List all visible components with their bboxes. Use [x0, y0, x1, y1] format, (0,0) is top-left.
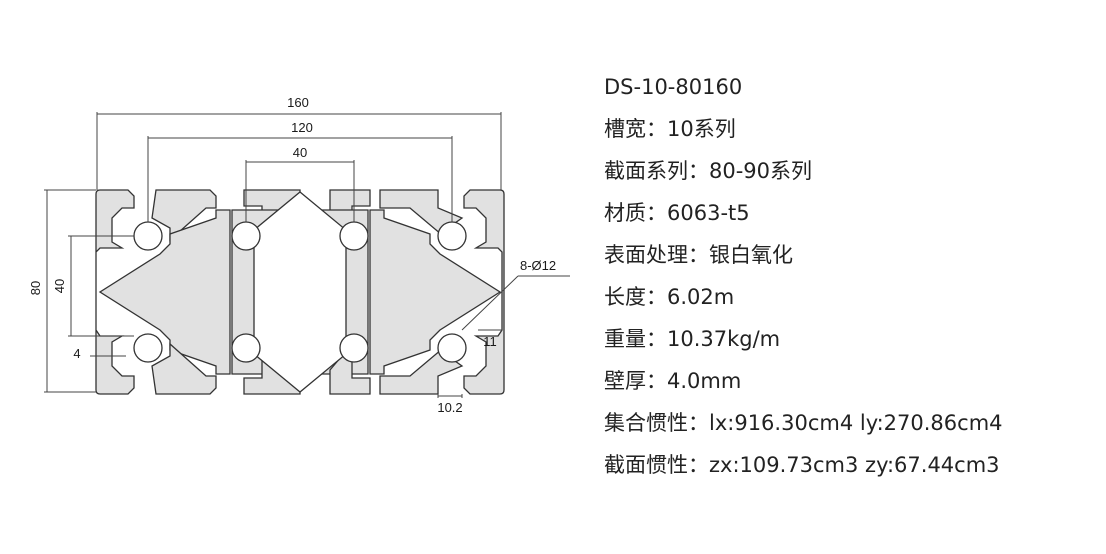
- dim-overall-height: 80: [28, 281, 43, 295]
- profile-outline: [95, 189, 135, 395]
- hole: [231, 333, 261, 363]
- spec-model: DS-10-80160: [604, 75, 743, 99]
- spec-material: 材质：6063-t5: [604, 201, 750, 225]
- dim-wall: 4: [73, 346, 80, 361]
- dim-center-gap: 40: [293, 145, 307, 160]
- hole: [339, 221, 369, 251]
- dimension-lines: [44, 112, 570, 398]
- spec-section-inertia: 截面惯性：zx:109.73cm3 zy:67.44cm3: [604, 453, 1000, 477]
- dim-edge-offset: 11: [483, 334, 497, 349]
- hex-cavity: [253, 191, 347, 393]
- dim-slot-width: 10.2: [437, 400, 462, 415]
- spec-moment-inertia: 集合惯性：lx:916.30cm4 ly:270.86cm4: [604, 411, 1003, 435]
- spec-length: 长度：6.02m: [604, 285, 735, 309]
- hole: [231, 221, 261, 251]
- dim-inner-height: 40: [52, 279, 67, 293]
- hole: [133, 221, 163, 251]
- spec-surface: 表面处理：银白氧化: [604, 243, 793, 267]
- spec-list: DS-10-80160 槽宽：10系列 截面系列：80-90系列 材质：6063…: [604, 66, 1003, 486]
- spec-series: 截面系列：80-90系列: [604, 159, 813, 183]
- profile-drawing: 160 120 40 80 40 8-Ø12 4 11 10.2: [28, 95, 570, 415]
- spec-slot-width: 槽宽：10系列: [604, 117, 736, 141]
- profile-cross-section: [95, 189, 505, 395]
- profile-web-left: [98, 209, 231, 375]
- spec-weight: 重量：10.37kg/m: [604, 327, 781, 351]
- dimension-labels: 160 120 40 80 40 8-Ø12 4 11 10.2: [28, 95, 556, 415]
- hole: [339, 333, 369, 363]
- dim-inner-width: 120: [291, 120, 313, 135]
- spec-wall: 壁厚：4.0mm: [604, 369, 742, 393]
- profile-web-right: [369, 209, 502, 375]
- hole: [437, 333, 467, 363]
- hole: [437, 221, 467, 251]
- dim-overall-width: 160: [287, 95, 309, 110]
- dim-hole-callout: 8-Ø12: [520, 258, 556, 273]
- hole: [133, 333, 163, 363]
